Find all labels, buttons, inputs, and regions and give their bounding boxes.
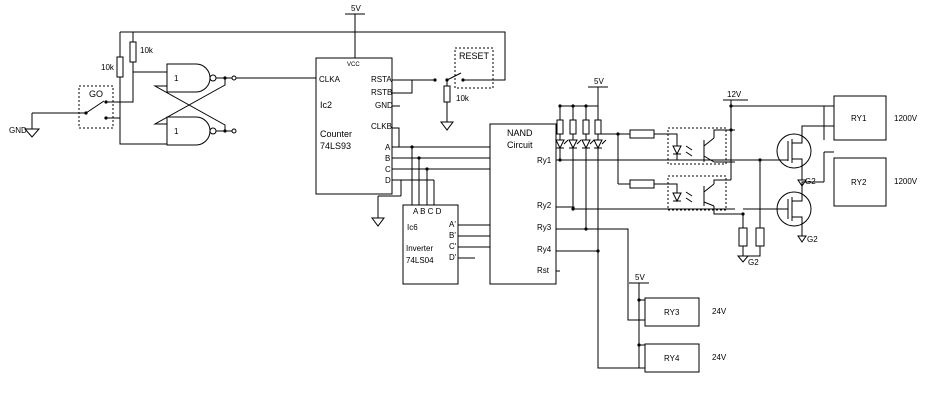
ic6-body: [402, 204, 459, 285]
ic2-name: Ic2: [320, 100, 332, 110]
relay-ry4-label: RY4: [664, 354, 680, 363]
optocoupler-1: [667, 127, 727, 165]
led-resistor-2: [569, 119, 577, 135]
ic2-pin-d: D: [385, 176, 391, 185]
top-rail: 5V: [119, 4, 506, 81]
nand-out-ry2: Ry2: [537, 201, 552, 210]
reset-switch-label: RESET: [459, 51, 490, 61]
ic2-pin-rsta: RSTA: [371, 75, 392, 84]
relay-ry2: [833, 157, 887, 207]
supply-5v-relays-label: 5V: [635, 273, 645, 282]
ic6-desc1: Inverter: [406, 244, 433, 253]
ic2-vcc-label: VCC: [347, 62, 360, 68]
ground-g2-2: G2: [807, 235, 818, 244]
ic2-pin-a: A: [385, 143, 391, 152]
gate-resistor-2: [755, 227, 765, 247]
ic6-pin-b: B': [449, 231, 456, 240]
ic2-body: [315, 57, 393, 195]
ic2-desc2: 74LS93: [320, 141, 351, 151]
ic2-pin-b: B: [385, 154, 390, 163]
resistor-r3: [443, 85, 451, 103]
ic2-counter: VCC CLKA Ic2 Counter 74LS93 RSTA RSTB GN…: [315, 57, 490, 227]
ic6-desc2: 74LS04: [406, 256, 434, 265]
ic2-pin-gnd: GND: [375, 101, 393, 110]
nand-circuit: NAND Circuit Ry1 Ry2 Ry3 Ry4 Rst: [489, 123, 735, 369]
led-resistor-1: [556, 119, 564, 135]
pullup-resistors: 10k 10k: [101, 41, 154, 118]
relay-ry3-label: RY3: [664, 308, 680, 317]
relay-ry1: [833, 95, 887, 141]
ic6-name: Ic6: [407, 223, 418, 232]
latch: 1 1: [119, 63, 316, 146]
optocoupler-2: [667, 175, 727, 211]
go-switch-box: [78, 85, 114, 129]
relay-ry4: [644, 343, 700, 373]
led-4: [593, 139, 603, 150]
reset-switch-box: [454, 47, 494, 89]
power-stage: 12V G2 G2 G2: [723, 90, 824, 267]
gate-resistor-1: [738, 227, 748, 247]
resistor-r2-label: 10k: [140, 46, 154, 55]
relays: RY1 1200V RY2 1200V 5V RY3 24V RY4 24V: [629, 95, 918, 373]
ground-g2-3: G2: [748, 258, 759, 267]
led-resistor-3: [582, 119, 590, 135]
nand-out-ry3: Ry3: [537, 223, 552, 232]
relay-ry2-label: RY2: [851, 178, 867, 187]
ic2-pin-rstb: RSTB: [371, 88, 392, 97]
resistor-r1-label: 10k: [101, 63, 115, 72]
opto-resistor-2: [629, 179, 655, 189]
ic6-pin-a: A': [449, 220, 456, 229]
supply-5v-top-label: 5V: [351, 4, 361, 13]
ic6-pin-d: D': [449, 253, 457, 262]
nand-title2: Circuit: [507, 140, 533, 150]
resistor-r3-label: 10k: [456, 94, 470, 103]
nand-out-rst: Rst: [537, 266, 550, 275]
ic2-pin-c: C: [385, 165, 391, 174]
nand-out-ry1: Ry1: [537, 156, 552, 165]
relay-ry2-voltage: 1200V: [894, 177, 918, 186]
led-2: [568, 139, 578, 150]
led-3: [581, 139, 591, 150]
ic6-top-pins: A B C D: [413, 207, 442, 216]
led-bank: 5V: [555, 77, 608, 253]
ic6-inverter: A B C D Ic6 Inverter 74LS04 A' B' C' D': [401, 145, 490, 285]
gate1-input-label: 1: [174, 74, 179, 83]
opto-drivers: [598, 127, 743, 215]
supply-12v-label: 12V: [727, 90, 742, 99]
opto-resistor-1: [629, 129, 655, 139]
nand-title1: NAND: [507, 128, 533, 138]
go-switch[interactable]: GO GND: [9, 72, 134, 138]
gnd-label: GND: [9, 126, 27, 135]
reset-switch[interactable]: RESET 10k: [433, 47, 494, 131]
mosfet-1: [776, 133, 812, 169]
resistor-r1: [116, 56, 124, 78]
nand-body: [489, 123, 557, 285]
led-resistor-4: [594, 119, 602, 135]
supply-5v-leds-label: 5V: [594, 77, 604, 86]
relay-ry3: [644, 297, 700, 327]
relay-ry4-voltage: 24V: [712, 353, 727, 362]
relay-ry1-voltage: 1200V: [894, 114, 918, 123]
resistor-r2: [129, 41, 137, 63]
led-1: [555, 139, 565, 150]
ic6-pin-c: C': [449, 242, 457, 251]
relay-ry3-voltage: 24V: [712, 307, 727, 316]
ic2-pin-clka: CLKA: [319, 75, 341, 84]
nand-out-ry4: Ry4: [537, 245, 552, 254]
ic2-pin-clkb: CLKB: [371, 122, 392, 131]
relay-ry1-label: RY1: [851, 114, 867, 123]
ic2-desc1: Counter: [320, 129, 352, 139]
go-switch-label: GO: [89, 89, 103, 99]
gate2-input-label: 1: [174, 127, 179, 136]
